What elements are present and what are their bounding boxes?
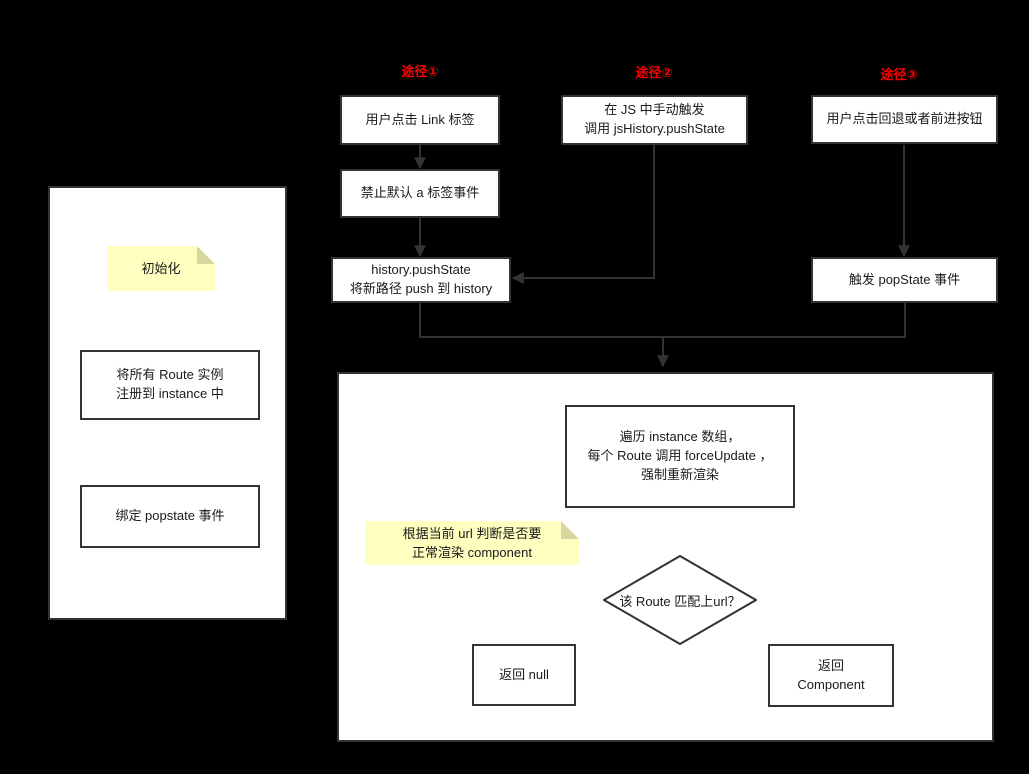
user-click-back-forward-node: 用户点击回退或者前进按钮 <box>811 95 998 144</box>
edge-manual-to-pushstate <box>511 145 655 284</box>
path-label-3: 途径③ <box>880 67 918 82</box>
manual-trigger-js-node: 在 JS 中手动触发 调用 jsHistory.pushState <box>561 95 748 145</box>
render-condition-note: 根据当前 url 判断是否要 正常渲染 component <box>365 521 579 565</box>
trigger-popstate-event-node: 触发 popState 事件 <box>811 257 998 303</box>
init-note: 初始化 <box>107 246 215 291</box>
edge-merge-bus <box>419 303 906 338</box>
decision-diamond-shape <box>603 555 757 645</box>
user-click-link-tag-node: 用户点击 Link 标签 <box>340 95 500 145</box>
return-null-node: 返回 null <box>472 644 576 706</box>
decision-label: 该 Route 匹配上url？ <box>619 593 741 609</box>
path-label-2: 途径② <box>635 65 673 80</box>
register-route-instances-node: 将所有 Route 实例 注册到 instance 中 <box>80 350 260 420</box>
force-update-node: 遍历 instance 数组， 每个 Route 调用 forceUpdate … <box>565 405 795 508</box>
route-match-decision: 该 Route 匹配上url？ <box>603 555 757 645</box>
prevent-default-a-event-node: 禁止默认 a 标签事件 <box>340 169 500 218</box>
return-component-node: 返回 Component <box>768 644 894 707</box>
path-label-1: 途径① <box>401 64 439 79</box>
history-pushstate-node: history.pushState 将新路径 push 到 history <box>331 257 511 303</box>
bind-popstate-event-node: 绑定 popstate 事件 <box>80 485 260 548</box>
